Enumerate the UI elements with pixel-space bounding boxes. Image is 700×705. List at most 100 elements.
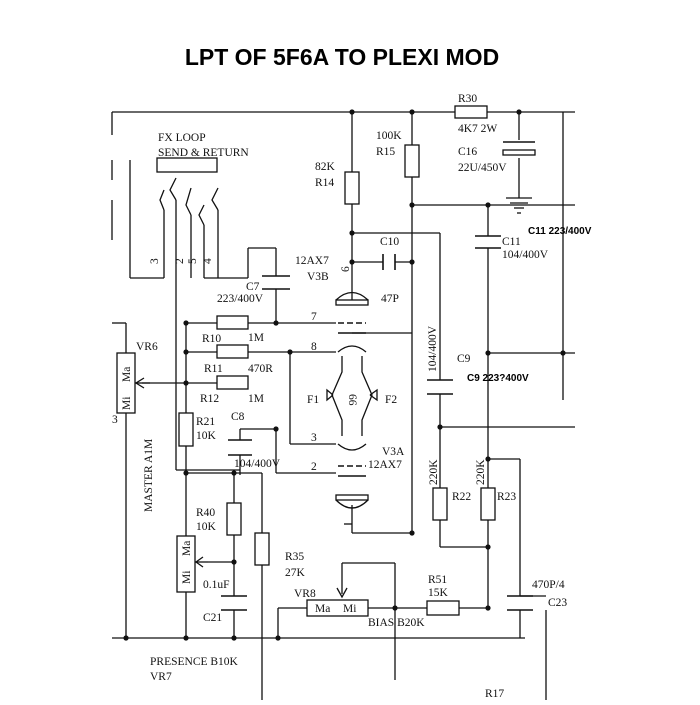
r11-name: R11	[204, 363, 223, 375]
vr7-ma: Ma	[181, 541, 193, 556]
c16-capacitor	[502, 141, 536, 156]
c21-value: 0.1uF	[203, 579, 230, 591]
jack-pin-3: 3	[149, 258, 161, 264]
v3a-tube-type: 12AX7	[368, 459, 402, 471]
jack-pin-2: 2	[174, 258, 186, 264]
c11-name: C11	[502, 236, 521, 248]
c11-value: 104/400V	[502, 249, 549, 261]
c23-capacitor	[507, 595, 533, 611]
pin-6: 6	[340, 266, 352, 272]
r14-value: 82K	[315, 161, 336, 173]
r10-resistor	[216, 315, 249, 330]
jack-pin-4: 4	[202, 258, 214, 264]
c8-value: 104/400V	[234, 458, 281, 470]
ground-icon	[506, 197, 532, 214]
c10-capacitor	[382, 254, 396, 270]
r22-value: 220K	[428, 459, 440, 485]
c7-name: C7	[246, 281, 260, 293]
c10-name: C10	[380, 236, 399, 248]
vr8-potentiometer	[306, 587, 369, 617]
r23-name: R23	[497, 491, 516, 503]
heater-label: 66	[346, 394, 358, 406]
vr6-ma: Ma	[121, 367, 133, 382]
vr6-mi: Mi	[121, 397, 133, 410]
r30-name: R30	[458, 93, 477, 105]
r12-value: 1M	[248, 393, 264, 405]
c8-capacitor	[228, 439, 252, 456]
r14-resistor	[344, 171, 360, 205]
c7-capacitor	[262, 275, 290, 290]
c7-value: 223/400V	[217, 293, 264, 305]
note-c9-change: C9 223?400V	[467, 373, 529, 384]
c16-name: C16	[458, 146, 477, 158]
wires	[111, 111, 575, 700]
send-return-label: SEND & RETURN	[158, 147, 249, 159]
v3b-tube-type: 12AX7	[295, 255, 329, 267]
r51-name: R51	[428, 574, 447, 586]
r10-value: 1M	[248, 332, 264, 344]
vr8-mi: Mi	[343, 603, 356, 615]
c8-name: C8	[231, 411, 245, 423]
vr7-potentiometer	[176, 535, 208, 593]
r21-resistor	[178, 412, 194, 447]
r30-value: 4K7 2W	[458, 123, 497, 135]
c21-capacitor	[221, 595, 247, 611]
c11-capacitor	[475, 235, 501, 249]
r21-name: R21	[196, 416, 215, 428]
r15-resistor	[404, 144, 420, 178]
r40-name: R40	[196, 507, 215, 519]
page-title: LPT OF 5F6A TO PLEXI MOD	[185, 44, 499, 70]
master-label: MASTER A1M	[143, 439, 155, 512]
r35-resistor	[254, 532, 270, 566]
r35-value: 27K	[285, 567, 306, 579]
r22-name: R22	[452, 491, 471, 503]
vr7-mi: Mi	[181, 571, 193, 584]
tube-12ax7	[326, 291, 378, 525]
r40-resistor	[226, 502, 242, 536]
c9-value: 104/400V	[427, 325, 439, 372]
labels: FX LOOP SEND & RETURN 3 2 5 4 R30 4K7 2W…	[112, 93, 567, 700]
c23-value: 470P/4	[532, 579, 565, 591]
junctions	[123, 109, 566, 641]
c21-name: C21	[203, 612, 222, 624]
bottom-cut-label: R17	[485, 688, 504, 700]
vr8-name: VR8	[294, 588, 316, 600]
v3a-name: V3A	[382, 446, 405, 458]
r23-resistor	[480, 487, 496, 521]
r12-resistor	[216, 375, 249, 390]
vr6-potentiometer	[116, 352, 150, 414]
r10-name: R10	[202, 333, 221, 345]
r14-name: R14	[315, 177, 334, 189]
r51-value: 15K	[428, 587, 449, 599]
r35-name: R35	[285, 551, 304, 563]
vr6-name: VR6	[136, 341, 158, 353]
v3b-name: V3B	[307, 271, 329, 283]
pin-7: 7	[311, 311, 317, 323]
c16-value: 22U/450V	[458, 162, 507, 174]
c23-name: C23	[548, 597, 567, 609]
bias-label: BIAS B20K	[368, 617, 425, 629]
jack-pin-5: 5	[187, 258, 199, 264]
r12-name: R12	[200, 393, 219, 405]
r30-resistor	[454, 105, 488, 119]
r23-value: 220K	[475, 459, 487, 485]
r15-name: R15	[376, 146, 395, 158]
vr7-name: VR7	[150, 671, 172, 683]
r11-value: 470R	[248, 363, 273, 375]
fx-loop-jack	[156, 157, 219, 226]
pin-3: 3	[311, 432, 317, 444]
note-c11-change: C11 223/400V	[528, 226, 592, 237]
cut-label-3: 3	[112, 414, 118, 426]
r21-value: 10K	[196, 430, 217, 442]
c9-capacitor	[427, 379, 453, 395]
vr8-ma: Ma	[315, 603, 330, 615]
r11-resistor	[216, 344, 249, 359]
r51-resistor	[426, 600, 460, 616]
pin-2: 2	[311, 461, 317, 473]
r40-value: 10K	[196, 521, 217, 533]
presence-label: PRESENCE B10K	[150, 656, 239, 668]
fx-loop-label: FX LOOP	[158, 132, 206, 144]
r22-resistor	[432, 487, 448, 521]
